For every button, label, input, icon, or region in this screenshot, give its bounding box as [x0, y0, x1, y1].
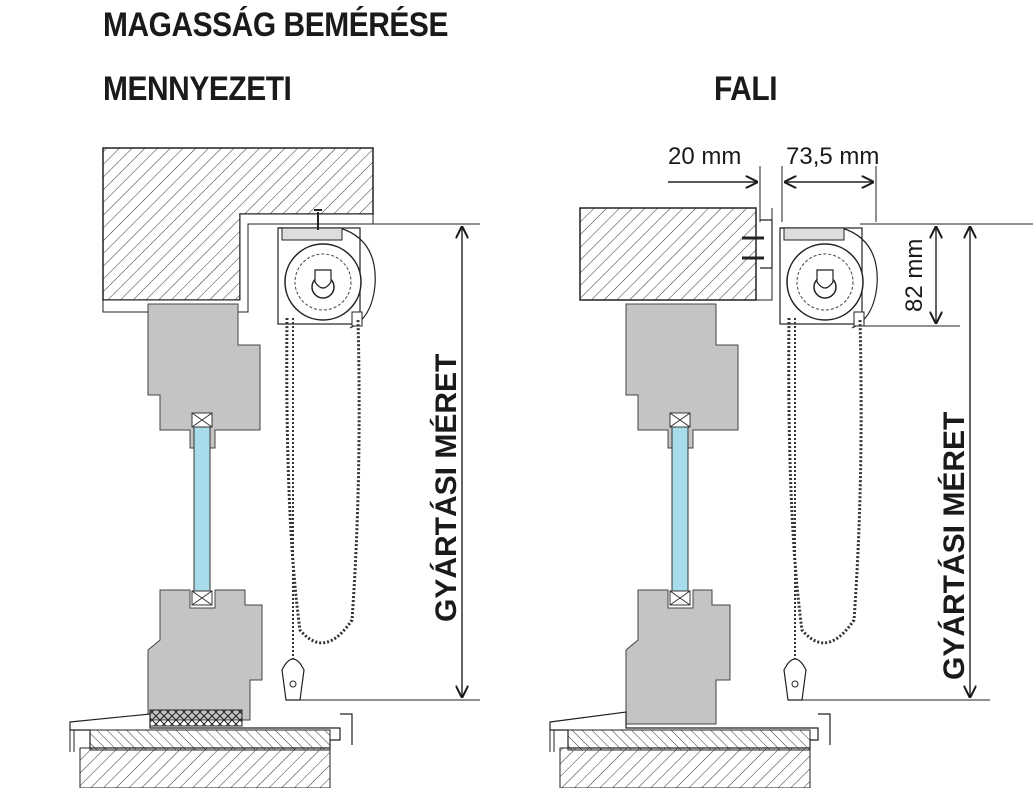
cassette-height-label: 82 mm — [901, 239, 928, 312]
window-glass — [193, 426, 211, 592]
ceiling-dimension-label: GYÁRTÁSI MÉRET — [429, 354, 463, 622]
window-frame-top — [147, 303, 261, 449]
ceiling-mount-diagram: GYÁRTÁSI MÉRET — [69, 147, 480, 788]
page-title: MAGASSÁG BEMÉRÉSE — [103, 6, 448, 44]
width-dimension-label: 73,5 mm — [786, 143, 879, 170]
sill-seal — [149, 709, 243, 727]
wall-block — [579, 207, 757, 301]
wall-mount-title: FALI — [714, 70, 778, 108]
wall-mount-diagram: 20 mm 73,5 mm 82 mm GYÁRTÁSI MÉRET — [549, 143, 1033, 788]
blind-cassette-wall — [779, 227, 878, 329]
gap-dimension-label: 20 mm — [668, 143, 741, 170]
blind-cassette — [277, 209, 376, 329]
ceiling-mount-title: MENNYEZETI — [103, 70, 292, 108]
wall-bracket — [760, 219, 773, 269]
bead-chain — [285, 317, 361, 645]
window-frame-bottom — [147, 589, 263, 721]
wall-dimension-label: GYÁRTÁSI MÉRET — [937, 412, 971, 680]
chain-weight — [281, 658, 305, 701]
